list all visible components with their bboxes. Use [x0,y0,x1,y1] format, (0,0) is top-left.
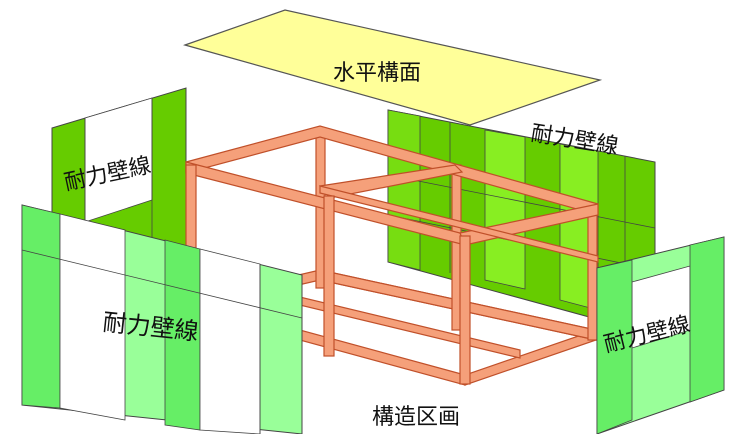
wall-front-left [21,204,303,434]
wall-front-right [596,236,725,434]
horizontal-plane-label: 水平構面 [333,61,421,86]
structural-block-label: 構造区画 [372,405,460,430]
horizontal-plane [183,9,603,126]
frame-structure [185,125,599,386]
